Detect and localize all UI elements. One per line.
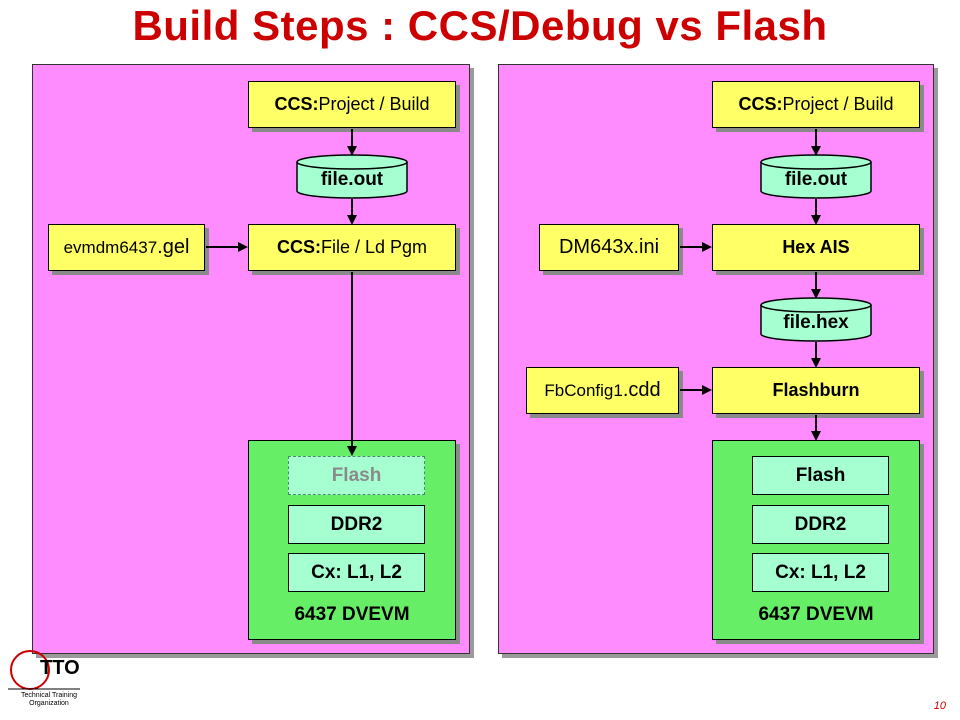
- left-file-out-cylinder: file.out: [296, 154, 408, 199]
- left-gel-file-box: evmdm6437.gel: [48, 224, 205, 271]
- left-ccs-load-label: File / Ld Pgm: [320, 237, 428, 257]
- tto-logo-line2: Organization: [29, 700, 69, 707]
- left-gel-ext: .gel: [157, 236, 190, 258]
- right-board-label: 6437 DVEVM: [758, 604, 874, 625]
- right-hex-ais-label: Hex AIS: [782, 237, 850, 257]
- left-ccs-build-label: Project / Build: [318, 94, 430, 114]
- right-cdd-name: FbConfig1: [544, 380, 623, 400]
- right-cache-memory: Cx: L1, L2: [752, 553, 889, 592]
- page-number: 10: [933, 700, 946, 712]
- left-ccs-load-prefix: CCS:: [276, 237, 321, 257]
- tto-logo-letters: TTO: [40, 657, 80, 679]
- page-title: Build Steps : CCS/Debug vs Flash: [132, 2, 828, 49]
- right-file-hex-label: file.hex: [783, 312, 849, 333]
- left-cache-memory: Cx: L1, L2: [288, 553, 425, 592]
- right-ccs-build-prefix: CCS:: [738, 94, 783, 114]
- tto-logo-caption: Technical Training Organization: [16, 692, 82, 708]
- left-file-out-label: file.out: [321, 169, 384, 190]
- left-board-label: 6437 DVEVM: [294, 604, 410, 625]
- right-flashburn-label: Flashburn: [772, 380, 860, 400]
- left-flash-memory: Flash: [288, 456, 425, 495]
- tto-logo: [8, 650, 80, 690]
- right-file-hex-cylinder: file.hex: [760, 297, 872, 342]
- right-file-out-label: file.out: [785, 169, 848, 190]
- left-ccs-load-box: CCS: File / Ld Pgm: [248, 224, 456, 271]
- right-ccs-build-label: Project / Build: [782, 94, 894, 114]
- right-ddr2-memory: DDR2: [752, 505, 889, 544]
- right-ini-label: DM643x.ini: [558, 236, 660, 258]
- left-ccs-build-prefix: CCS:: [274, 94, 319, 114]
- right-ini-file-box: DM643x.ini: [539, 224, 679, 271]
- right-flash-memory: Flash: [752, 456, 889, 495]
- right-hex-ais-box: Hex AIS: [712, 224, 920, 271]
- right-cdd-file-box: FbConfig1.cdd: [526, 367, 679, 414]
- right-file-out-cylinder: file.out: [760, 154, 872, 199]
- right-ccs-build-box: CCS: Project / Build: [712, 81, 920, 128]
- tto-logo-line1: Technical Training: [20, 692, 78, 699]
- right-cdd-ext: .cdd: [622, 379, 661, 401]
- left-ccs-build-box: CCS: Project / Build: [248, 81, 456, 128]
- right-flashburn-box: Flashburn: [712, 367, 920, 414]
- left-gel-name: evmdm6437: [63, 237, 158, 257]
- left-ddr2-memory: DDR2: [288, 505, 425, 544]
